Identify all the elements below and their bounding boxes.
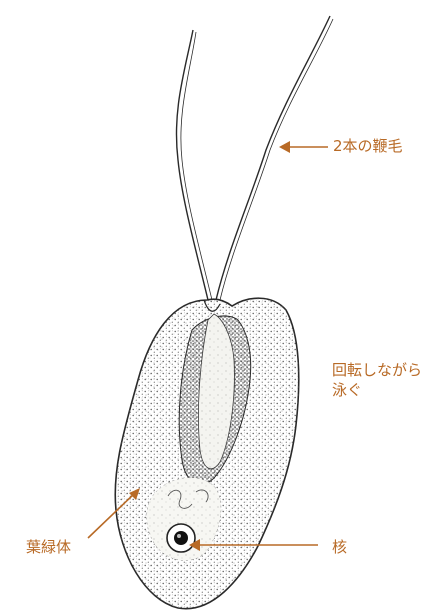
flagellum-right [216, 16, 330, 300]
label-flagella-text: 2本の鞭毛 [333, 137, 403, 155]
flagellum-left [176, 30, 208, 300]
label-flagella: 2本の鞭毛 [333, 136, 403, 156]
nucleus-highlight [177, 534, 181, 538]
flagellum-right-inner [220, 19, 333, 300]
flagellum-left-inner [181, 32, 212, 300]
arrow-flagella [279, 141, 328, 153]
label-nucleus: 核 [332, 537, 347, 557]
label-nucleus-text: 核 [332, 538, 347, 556]
label-swimming: 回転しながら 泳ぐ [332, 360, 422, 400]
label-swimming-line1: 回転しながら [332, 360, 422, 380]
nucleus-inner [174, 531, 188, 545]
label-swimming-line2: 泳ぐ [332, 380, 422, 400]
label-chloroplast: 葉緑体 [26, 537, 71, 557]
label-chloroplast-text: 葉緑体 [26, 538, 71, 556]
